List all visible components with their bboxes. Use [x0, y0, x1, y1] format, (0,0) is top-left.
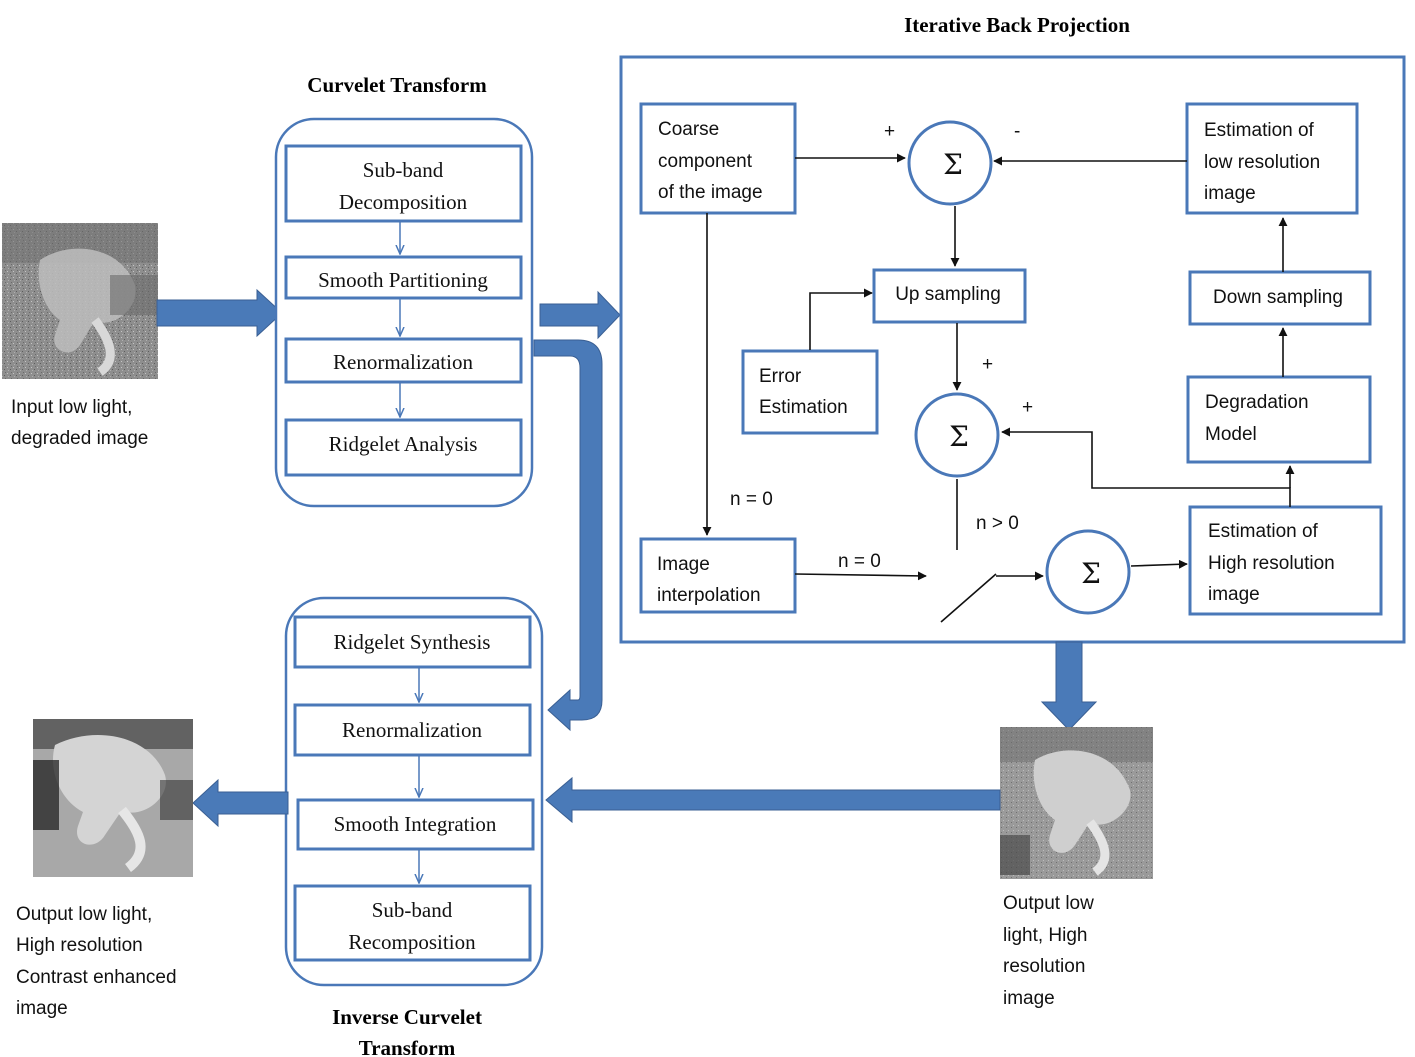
ibp-up-sampling-box: Up sampling	[872, 268, 1027, 324]
ibp-output-caption-line1: Output low	[1003, 893, 1094, 914]
svg-text:Smooth Partitioning: Smooth Partitioning	[318, 268, 488, 292]
svg-text:Σ: Σ	[949, 420, 969, 453]
input-caption-line1: Input low light,	[11, 397, 132, 418]
svg-text:Estimation: Estimation	[759, 397, 848, 418]
sum1-minus-sign: -	[1014, 121, 1020, 142]
ibp-title: Iterative Back Projection	[904, 13, 1130, 37]
curvelet-title: Curvelet Transform	[307, 73, 487, 97]
inverse-step-ridgelet-synthesis: Ridgelet Synthesis	[293, 615, 532, 669]
svg-text:Renormalization: Renormalization	[333, 350, 473, 374]
ibp-output-caption-line4: image	[1003, 988, 1055, 1009]
curvelet-step-renormalization: Renormalization	[284, 337, 523, 384]
svg-text:Recomposition: Recomposition	[348, 930, 476, 954]
ibp-connectors	[702, 153, 1295, 623]
input-caption-line2: degraded image	[11, 428, 148, 449]
svg-text:Model: Model	[1205, 424, 1257, 445]
ibp-coarse-component-box: Coarse component of the image	[639, 102, 797, 215]
input-to-curvelet-arrow	[156, 288, 283, 338]
inverse-to-output-arrow	[192, 778, 289, 828]
svg-text:low resolution: low resolution	[1204, 152, 1320, 173]
sum2-plus-sign-right: +	[1022, 397, 1033, 418]
svg-text:Sub-band: Sub-band	[372, 898, 453, 922]
sum1-plus-sign: +	[884, 121, 895, 142]
svg-text:Error: Error	[759, 366, 802, 387]
n-positive-label: n > 0	[976, 513, 1019, 534]
inverse-step-renormalization: Renormalization	[293, 703, 532, 757]
svg-text:Ridgelet Analysis: Ridgelet Analysis	[329, 432, 478, 456]
output-to-inverse-arrow	[545, 776, 1001, 824]
svg-text:Renormalization: Renormalization	[342, 718, 482, 742]
inverse-title-line1: Inverse Curvelet	[332, 1005, 482, 1029]
ibp-estimation-high-res-box: Estimation of High resolution image	[1188, 505, 1383, 616]
svg-text:Smooth Integration: Smooth Integration	[334, 812, 497, 836]
curvelet-to-ibp-arrow	[539, 290, 621, 340]
svg-text:Down sampling: Down sampling	[1213, 287, 1343, 308]
final-output-caption-line2: High resolution	[16, 935, 143, 956]
ibp-to-output-arrow	[1040, 641, 1098, 731]
svg-text:image: image	[1208, 584, 1260, 605]
ibp-output-image	[1000, 727, 1153, 879]
ibp-estimation-low-res-box: Estimation of low resolution image	[1185, 102, 1359, 215]
inverse-step-smooth-integration: Smooth Integration	[296, 798, 535, 851]
svg-text:of the image: of the image	[658, 182, 763, 203]
n-zero-label-vertical: n = 0	[730, 489, 773, 510]
n-zero-label-horizontal: n = 0	[838, 551, 881, 572]
final-output-caption-line4: image	[16, 998, 68, 1019]
final-output-caption-line3: Contrast enhanced	[16, 967, 177, 988]
ibp-error-estimation-box: Error Estimation	[741, 349, 879, 435]
curvelet-step-subband-decomposition: Sub-band Decomposition	[284, 144, 523, 223]
svg-text:Sub-band: Sub-band	[363, 158, 444, 182]
ibp-down-sampling-box: Down sampling	[1188, 270, 1372, 326]
ibp-sum-node-3: Σ	[1045, 529, 1131, 615]
curvelet-step-smooth-partitioning: Smooth Partitioning	[284, 255, 523, 300]
svg-text:Up sampling: Up sampling	[895, 284, 1001, 305]
ibp-output-caption-line2: light, High	[1003, 925, 1088, 946]
svg-text:component: component	[658, 151, 753, 172]
ibp-output-caption-line3: resolution	[1003, 956, 1085, 977]
svg-text:Estimation of: Estimation of	[1204, 120, 1315, 141]
svg-text:Image: Image	[657, 554, 710, 575]
svg-text:Coarse: Coarse	[658, 119, 719, 140]
svg-text:High resolution: High resolution	[1208, 553, 1335, 574]
curvelet-step-ridgelet-analysis: Ridgelet Analysis	[284, 418, 523, 477]
svg-text:Σ: Σ	[943, 148, 963, 181]
ibp-degradation-model-box: Degradation Model	[1186, 375, 1372, 464]
curvelet-to-inverse-arrow	[533, 339, 603, 732]
inverse-title-line2: Transform	[359, 1036, 456, 1057]
svg-text:image: image	[1204, 183, 1256, 204]
input-image	[2, 223, 158, 379]
inverse-step-subband-recomposition: Sub-band Recomposition	[293, 884, 532, 962]
sum2-plus-sign-top: +	[982, 354, 993, 375]
ibp-sum-node-2: Σ	[914, 392, 1000, 478]
final-output-caption-line1: Output low light,	[16, 904, 152, 925]
ibp-sum-node-1: Σ	[907, 120, 993, 206]
svg-text:Σ: Σ	[1081, 557, 1101, 590]
ibp-image-interpolation-box: Image interpolation	[639, 537, 797, 614]
svg-text:interpolation: interpolation	[657, 585, 761, 606]
svg-text:Decomposition: Decomposition	[339, 190, 468, 214]
svg-text:Ridgelet Synthesis: Ridgelet Synthesis	[334, 630, 491, 654]
svg-text:Degradation: Degradation	[1205, 392, 1309, 413]
svg-text:Estimation of: Estimation of	[1208, 521, 1319, 542]
final-output-image	[33, 719, 193, 877]
